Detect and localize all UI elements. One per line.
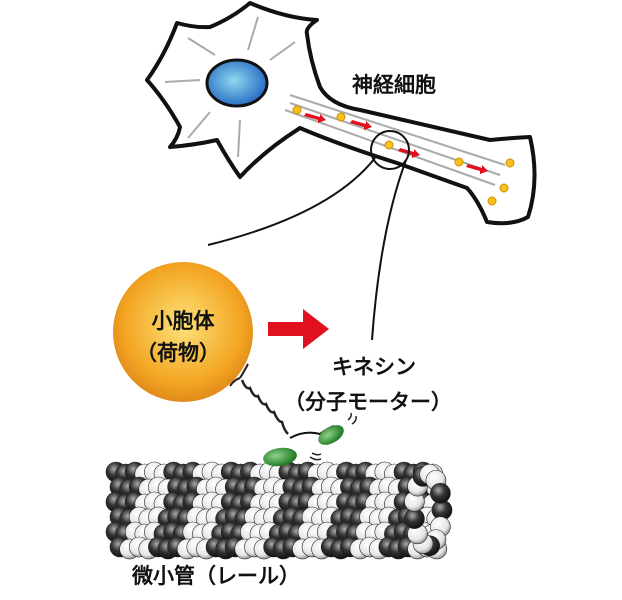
neuron-illustration: 神経細胞 (145, 1, 537, 341)
vesicle-sublabel: （荷物） (136, 341, 220, 365)
vesicle-label: 小胞体 (152, 309, 216, 333)
cargo-dots (292, 105, 515, 206)
zoom-line-right (371, 159, 407, 341)
vesicle (113, 262, 253, 402)
microtubule (105, 461, 453, 560)
microtubule-label: 微小管（レール） (131, 564, 300, 588)
kinesin-label: キネシン (332, 355, 416, 379)
tubulin-subunit (430, 482, 451, 504)
nucleus (205, 58, 269, 108)
zoom-line-left (207, 157, 376, 246)
neuron-label: 神経細胞 (352, 73, 436, 97)
kinesin-head-front (263, 447, 297, 467)
direction-arrow (268, 309, 329, 349)
kinesin-motor (229, 363, 357, 467)
kinesin-head-back (318, 425, 344, 445)
kinesin-sublabel: （分子モーター） (284, 390, 452, 414)
transport-arrows-small (304, 113, 488, 174)
zoom-circle (370, 130, 410, 170)
kinesin-stalk (240, 379, 289, 435)
